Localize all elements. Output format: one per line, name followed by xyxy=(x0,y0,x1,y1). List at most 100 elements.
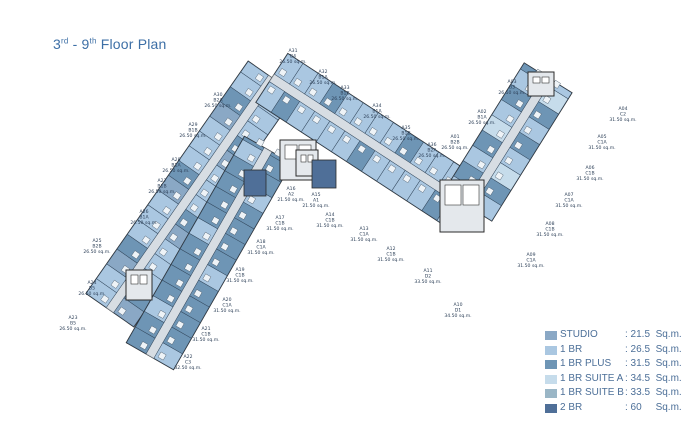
legend-label: 1 BR SUITE B xyxy=(560,387,624,398)
unit-label-line: 34.50 sq.m. xyxy=(444,313,471,319)
legend-label: 1 BR xyxy=(560,343,583,355)
unit-label-line: B5 xyxy=(89,286,95,292)
unit-label-line: 26.50 sq.m. xyxy=(392,136,419,142)
unit-label-line: B2B xyxy=(92,244,101,250)
legend-label: 1 BR PLUS xyxy=(560,358,612,369)
legend-size: : 33.5 Sq.m. xyxy=(625,387,682,398)
unit-label-line: 31.50 sq.m. xyxy=(555,203,582,209)
unit-label-line: 31.50 sq.m. xyxy=(609,117,636,123)
unit-label-line: 26.50 sq.m. xyxy=(59,326,86,332)
legend-item: 1 BR PLUS : 31.5 Sq.m. xyxy=(545,358,695,373)
unit-label-line: 31.50 sq.m. xyxy=(213,308,240,314)
unit-label-line: A22 xyxy=(184,354,193,360)
unit-label-line: B5 xyxy=(70,321,76,327)
service-core xyxy=(125,269,153,301)
legend-size: : 34.5 Sq.m. xyxy=(625,372,682,384)
unit-label-line: 31.50 sq.m. xyxy=(247,250,274,256)
unit-label-line: 26.50 sq.m. xyxy=(179,133,206,139)
unit-label-line: A24 xyxy=(88,280,97,286)
unit-label-line: 32.50 sq.m. xyxy=(174,365,201,371)
unit-label-line: B1A xyxy=(372,109,382,115)
wing-north xyxy=(255,52,485,232)
unit-label-line: C3 xyxy=(185,360,191,366)
wing-sw xyxy=(125,135,293,371)
unit-label-line: C1A xyxy=(222,303,232,309)
unit-label-line: 26.50 sq.m. xyxy=(331,96,358,102)
unit-label-line: A27 xyxy=(158,178,167,184)
unit-label-line: A31 xyxy=(289,48,298,54)
legend-size: : 31.5 Sq.m. xyxy=(625,358,682,369)
legend-swatch xyxy=(545,331,557,340)
unit-2br xyxy=(311,159,337,189)
unit-label-line: B1B xyxy=(157,184,166,190)
unit-label-line: A25 xyxy=(93,238,102,244)
unit-label-line: 26.50 sq.m. xyxy=(418,153,445,159)
unit-label-line: A30 xyxy=(214,92,223,98)
legend-item: 1 BR SUITE B: 33.5 Sq.m. xyxy=(545,387,695,402)
unit-label-line: 31.50 sq.m. xyxy=(316,223,343,229)
legend-size: : 60 Sq.m. xyxy=(625,401,682,413)
legend-label: 2 BR xyxy=(560,401,583,413)
legend-swatch xyxy=(545,374,557,384)
unit-label-line: B3 xyxy=(509,85,515,91)
unit-label-line: C1B xyxy=(386,252,395,258)
unit-label-line: C1A xyxy=(597,140,607,146)
unit-label-line: A35 xyxy=(402,125,411,131)
unit-label-line: A15 xyxy=(312,192,321,198)
unit-label-line: 26.50 sq.m. xyxy=(309,80,336,86)
unit-label-line: A33 xyxy=(341,85,350,91)
legend: STUDIO: 21.5 Sq.m.1 BR: 26.5 Sq.m.1 BR P… xyxy=(545,329,695,416)
unit-label-line: B1A xyxy=(171,163,181,169)
legend-item: 1 BR SUITE A: 34.5 Sq.m. xyxy=(545,373,695,388)
unit-label-line: 33.50 sq.m. xyxy=(414,279,441,285)
unit-label-line: A18 xyxy=(257,239,266,245)
unit-label-line: A17 xyxy=(276,215,285,221)
unit-label-line: 26.50 sq.m. xyxy=(148,189,175,195)
unit-label-line: A23 xyxy=(69,315,78,321)
unit-label-line: A07 xyxy=(565,192,574,198)
legend-item: 2 BR : 60 Sq.m. xyxy=(545,402,695,417)
unit-label-line: D1 xyxy=(455,308,462,314)
unit-label-line: C1B xyxy=(545,227,554,233)
unit-label-line: B1B xyxy=(401,131,410,137)
unit-label-line: A19 xyxy=(236,267,245,273)
unit-label-line: A21 xyxy=(202,326,211,332)
unit-label-line: D2 xyxy=(425,274,432,280)
page-title: 3rd - 9th Floor Plan xyxy=(53,36,167,52)
unit-label-line: A09 xyxy=(527,252,536,258)
unit-label-line: C1B xyxy=(585,171,594,177)
unit-label-line: C1B xyxy=(325,218,334,224)
unit-label-line: B2B xyxy=(450,140,459,146)
unit-label-line: A03 xyxy=(508,79,517,85)
unit-label-line: C1A xyxy=(526,258,536,264)
unit-label-line: A34 xyxy=(373,103,382,109)
legend-swatch xyxy=(545,389,557,398)
unit-label-line: B1B xyxy=(188,128,197,134)
service-core xyxy=(527,71,555,97)
unit-label-line: 31.50 sq.m. xyxy=(536,232,563,238)
legend-size: : 26.5 Sq.m. xyxy=(625,343,682,355)
unit-label-line: A36 xyxy=(428,142,437,148)
unit-label-line: 26.50 sq.m. xyxy=(498,90,525,96)
unit-label-line: A05 xyxy=(598,134,607,140)
unit-label-line: A13 xyxy=(360,226,369,232)
unit-label-line: B2A xyxy=(213,98,223,104)
legend-size: : 21.5 Sq.m. xyxy=(625,329,682,340)
